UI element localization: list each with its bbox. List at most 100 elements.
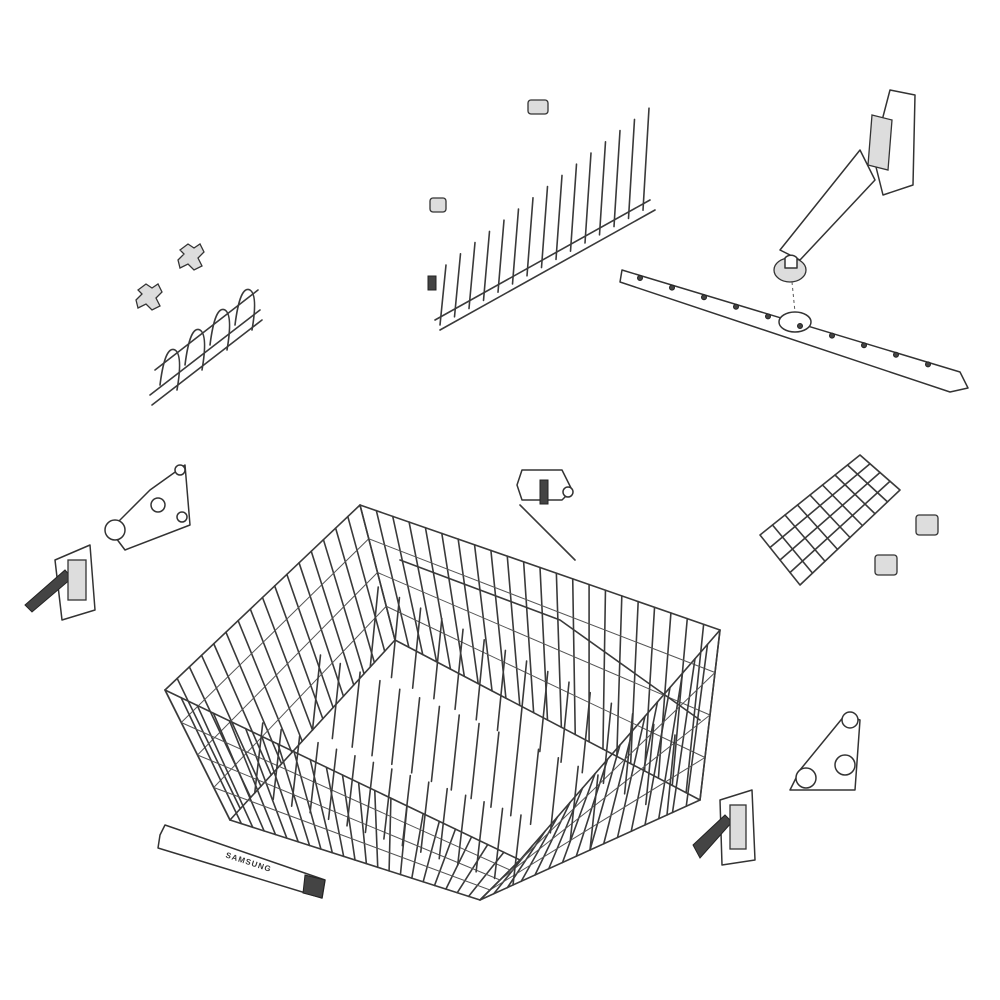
tine xyxy=(642,107,650,211)
tine xyxy=(209,308,231,351)
wire xyxy=(779,471,881,561)
rack-tine xyxy=(512,814,522,886)
rack-crosswire xyxy=(181,722,511,871)
rack-tine xyxy=(623,713,634,795)
spray-hole xyxy=(861,342,867,349)
rack-crosswire xyxy=(213,787,491,891)
spray-hole xyxy=(701,294,707,301)
rack-tine xyxy=(411,607,422,689)
rack-tine xyxy=(371,679,381,757)
spray-hole xyxy=(797,323,803,329)
rack-tine xyxy=(539,670,549,753)
tine xyxy=(159,348,181,391)
tine xyxy=(497,219,505,293)
rack-tine xyxy=(490,731,500,808)
rack-tine xyxy=(496,649,507,732)
rack-tine xyxy=(311,654,322,731)
tine xyxy=(482,230,491,302)
rack-crosswire xyxy=(499,714,711,881)
spray-hole xyxy=(733,303,739,310)
rack-crosswire xyxy=(368,538,716,673)
rack-handle: SAMSUNG xyxy=(157,824,326,899)
rack-rail xyxy=(149,289,263,406)
rack-tine xyxy=(569,765,579,843)
rack-tine xyxy=(369,586,380,668)
rack-tine xyxy=(401,774,412,847)
rack-tine xyxy=(645,723,655,806)
rack-tine xyxy=(430,705,441,783)
rack-crosswire xyxy=(197,572,378,756)
rack-tine xyxy=(290,735,301,807)
grid-frame xyxy=(759,454,901,586)
rack-tine xyxy=(456,794,467,867)
rack-crosswire xyxy=(213,605,387,788)
tine xyxy=(511,208,520,285)
rack-crosswire xyxy=(386,605,706,758)
rack-divider xyxy=(399,504,701,721)
rack-tine xyxy=(475,801,485,873)
spray-hole xyxy=(637,275,643,281)
tine xyxy=(569,163,578,252)
rack-tine xyxy=(433,617,443,700)
tine xyxy=(584,152,592,244)
rack-tine xyxy=(390,596,401,679)
tine xyxy=(234,288,256,331)
rack-tine xyxy=(549,757,560,834)
tine-row xyxy=(434,107,656,331)
rack-tine xyxy=(517,660,528,742)
rack-tine xyxy=(581,691,592,774)
rack-tine xyxy=(253,722,264,794)
clip-icon xyxy=(427,99,549,291)
tine xyxy=(627,118,636,220)
spray-hole xyxy=(925,361,931,368)
rack-tine xyxy=(560,681,570,763)
rack-tine xyxy=(390,688,401,766)
clip-icon xyxy=(874,514,939,576)
spray-hole xyxy=(893,351,899,358)
rack-tine xyxy=(450,714,461,791)
rack-crosswire xyxy=(180,538,370,723)
tine xyxy=(526,197,534,277)
rack-tine xyxy=(364,761,375,834)
tine xyxy=(540,185,549,269)
rack-tine xyxy=(351,671,361,748)
rack-tine xyxy=(602,702,613,785)
rack-tine xyxy=(438,787,449,860)
lower-dish-rack xyxy=(164,504,721,901)
tine xyxy=(555,174,563,261)
rack-tine xyxy=(589,774,599,851)
rack-tine xyxy=(509,739,520,817)
tine xyxy=(468,241,476,310)
rack-tine xyxy=(383,768,393,840)
rack-tine xyxy=(327,748,338,821)
spray-hole xyxy=(669,284,675,291)
clip-icon xyxy=(135,243,205,311)
rack-tine xyxy=(272,728,282,801)
rack-crosswire xyxy=(377,572,711,716)
rack-crosswire xyxy=(197,754,501,881)
tine xyxy=(613,129,621,228)
cup-shelf-grid xyxy=(759,454,901,586)
rack-tine xyxy=(454,628,464,711)
wire xyxy=(769,462,871,549)
rack-crosswire xyxy=(489,757,706,891)
rack-adjuster-right xyxy=(692,711,861,866)
rack-roller-clip xyxy=(516,469,574,505)
spray-hole xyxy=(765,313,771,320)
spray-hole xyxy=(829,332,835,339)
rack-tine xyxy=(309,741,319,814)
rack-tine xyxy=(346,755,356,827)
rack-bottom xyxy=(229,639,701,901)
tine xyxy=(453,253,462,318)
rack-tine xyxy=(529,748,540,826)
lower-spray-arm xyxy=(619,89,969,393)
rack-tine xyxy=(331,662,342,740)
small-tine-rack xyxy=(149,288,263,406)
rack-tine xyxy=(666,734,676,816)
rack-tine xyxy=(419,781,430,853)
rack-tine xyxy=(493,807,504,880)
wire xyxy=(789,480,891,574)
tine xyxy=(439,264,447,326)
rack-adjuster-left xyxy=(24,464,191,621)
